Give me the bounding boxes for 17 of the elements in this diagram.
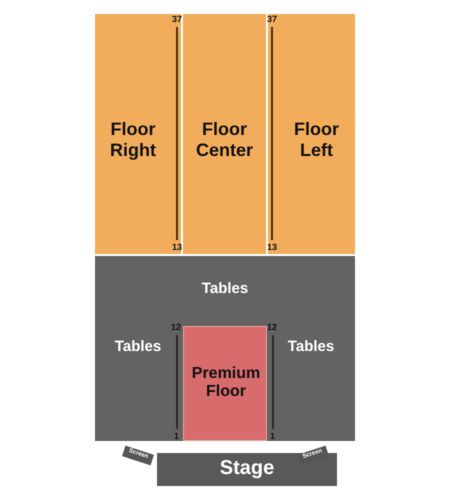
seating-section [95,14,181,254]
seating-section [183,14,266,254]
seating-section [183,326,267,441]
row-number: 12 [267,322,278,332]
section-label: Tables [114,338,162,356]
seating-section [95,256,355,441]
row-number: 1 [174,431,180,441]
stage-label: Stage [218,457,276,480]
section-label: Premium Floor [190,365,262,402]
section-label: Tables [286,338,336,356]
section-label: Floor Center [194,119,254,160]
section-label: Floor Left [293,119,340,160]
section-label: Tables [200,280,250,298]
section-label: Floor Right [109,119,157,160]
row-number: 12 [171,322,182,332]
row-number: 1 [270,431,276,441]
seating-section [268,14,355,254]
